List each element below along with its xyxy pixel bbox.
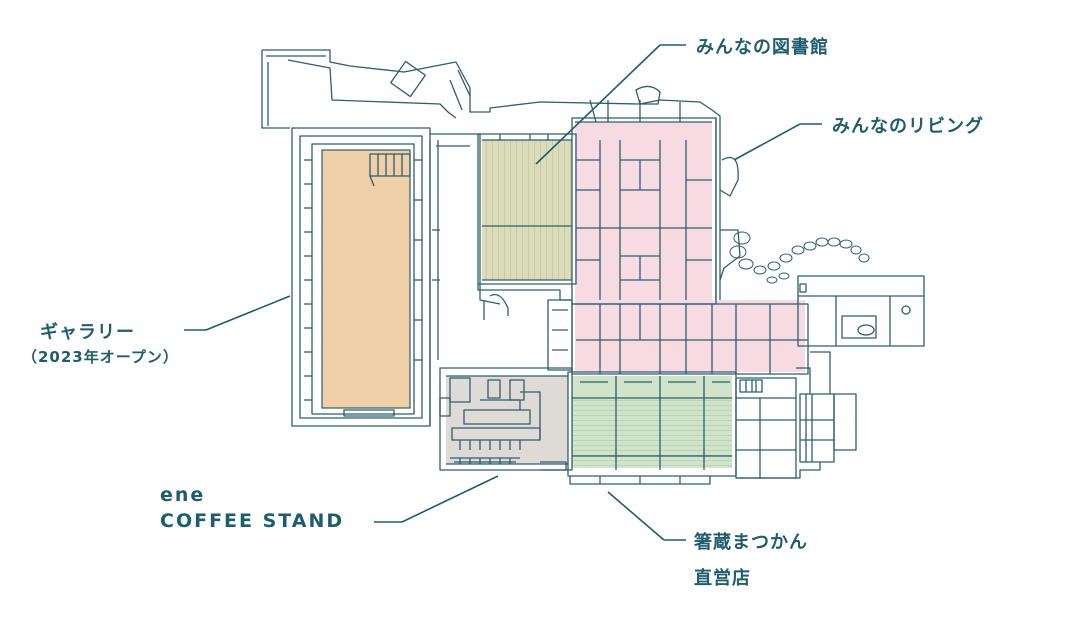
leader-living [733,123,801,161]
leader-library [535,44,661,165]
label-library: みんなの図書館 [696,37,829,58]
label-shop-line1: 箸蔵まつかん [694,532,808,553]
coffee-stand-room [446,376,568,464]
label-living: みんなのリビング [832,116,984,137]
label-shop-line2: 直営店 [694,568,751,589]
gallery-room [321,149,411,409]
label-gallery-note: （2023年オープン） [22,348,179,366]
label-coffee-line1: ene [160,484,206,506]
label-gallery: ギャラリー [40,322,135,343]
label-coffee-line2: COFFEE STAND [160,510,345,532]
living-room [575,122,805,372]
leader-shop [607,491,665,541]
leader-coffee [401,475,499,523]
leader-gallery [205,295,291,331]
